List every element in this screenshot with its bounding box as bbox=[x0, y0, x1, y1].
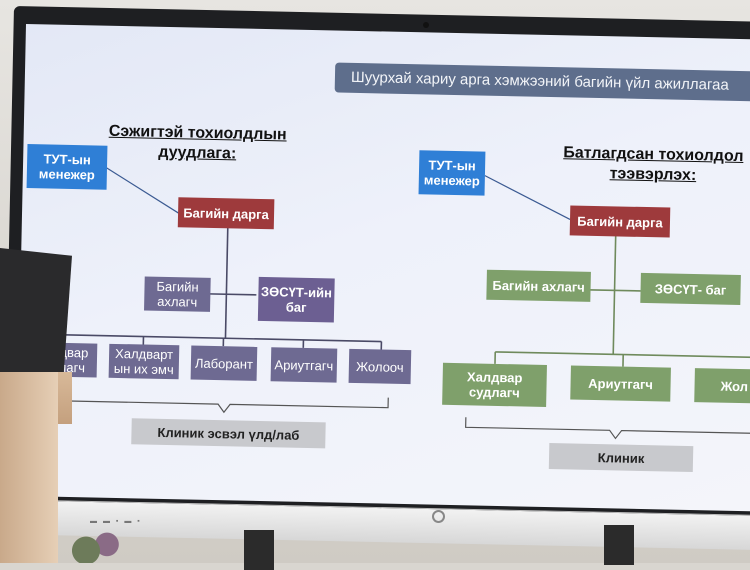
tv-buttons-icon: ▬ ▬ ▪ ▬ ▪ bbox=[90, 518, 142, 525]
left-heading: Сэжигтэй тохиолдлын дуудлага: bbox=[87, 121, 308, 166]
right-manager-box: ТУТ-ын менежер bbox=[419, 150, 486, 195]
right-member-1: Халдвар судлагч bbox=[442, 363, 547, 407]
tv-stand-right bbox=[604, 525, 634, 565]
left-member-4: Ариутгагч bbox=[271, 347, 338, 382]
connector-assistant-zosut-left bbox=[208, 294, 256, 295]
right-zosut-box: ЗӨСҮТ- баг bbox=[640, 273, 741, 305]
left-team-lead-box: Багийн дарга bbox=[178, 197, 275, 229]
right-heading: Батлагдсан тохиолдол тээвэрлэх: bbox=[553, 143, 750, 187]
tv-logo-icon bbox=[432, 510, 445, 523]
brace-left bbox=[40, 390, 388, 415]
left-member-2: Халдварт ын их эмч bbox=[109, 344, 180, 379]
left-zosut-box: ЗӨСҮТ-ийн баг bbox=[258, 277, 335, 323]
left-manager-box: ТУТ-ын менежер bbox=[27, 144, 108, 190]
left-member-3: Лаборант bbox=[191, 346, 258, 381]
right-team-lead-box: Багийн дарга bbox=[570, 205, 671, 237]
right-heading-line2: тээвэрлэх: bbox=[553, 163, 750, 187]
connector-assistant-zosut-right bbox=[587, 290, 641, 291]
presentation-screen: Шуурхай хариу арга хэмжээний багийн үйл … bbox=[16, 24, 750, 511]
connector-lead-trunk-right bbox=[613, 232, 616, 354]
connector-lead-trunk-left bbox=[225, 226, 227, 338]
plant-decoration bbox=[58, 532, 128, 563]
camera-icon bbox=[423, 22, 429, 28]
tv-stand-left bbox=[244, 530, 274, 570]
right-member-2: Ариутгагч bbox=[570, 365, 671, 401]
lectern bbox=[0, 372, 58, 563]
left-member-5: Жолооч bbox=[349, 349, 412, 384]
left-footer-box: Клиник эсвэл үлд/лаб bbox=[131, 418, 326, 448]
laptop-screen bbox=[0, 248, 72, 378]
brace-right bbox=[465, 417, 750, 441]
connector-members-bus-left bbox=[63, 335, 381, 342]
connector-manager-lead-left bbox=[102, 166, 183, 216]
right-member-3: Жол bbox=[694, 368, 750, 403]
right-heading-line1: Батлагдсан тохиолдол bbox=[553, 143, 750, 167]
left-assistant-box: Багийн ахлагч bbox=[144, 277, 211, 312]
right-assistant-box: Багийн ахлагч bbox=[486, 270, 591, 302]
right-footer-box: Клиник bbox=[549, 443, 694, 472]
